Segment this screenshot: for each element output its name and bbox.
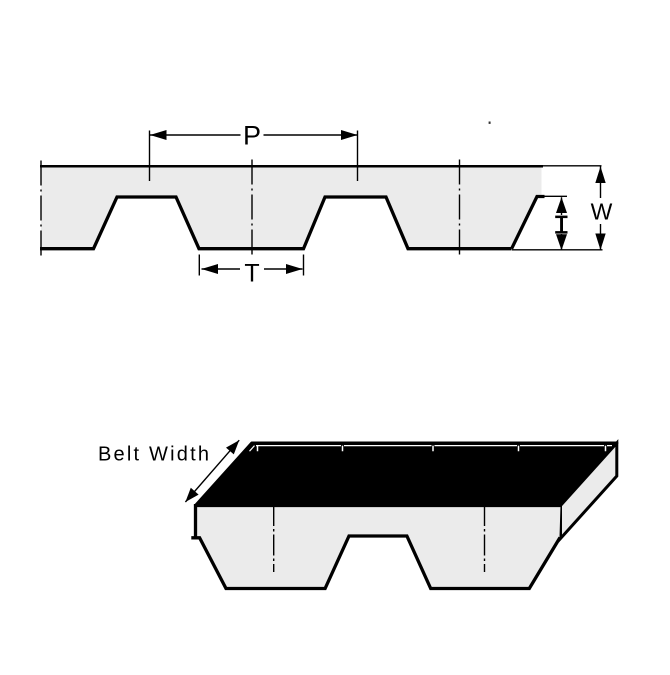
svg-text:Belt Width: Belt Width: [98, 444, 211, 466]
svg-text:T: T: [244, 260, 259, 288]
svg-text:W: W: [591, 199, 613, 225]
svg-text:P: P: [243, 121, 261, 151]
